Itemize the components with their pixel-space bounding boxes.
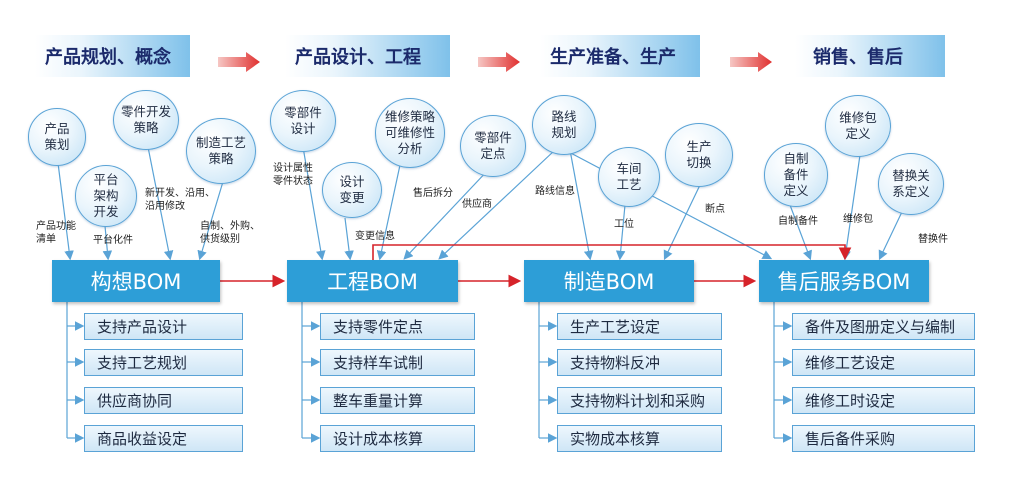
bubble-production-switch: 生产 切换 [665,123,733,187]
link-workshop [615,204,626,261]
feature-item: 备件及图册定义与编制 [792,313,975,340]
bom-concept: 构想BOM [52,260,220,302]
note-maint-pkg: 维修包 [843,214,873,225]
bom-engineering: 工程BOM [287,260,458,302]
note-after-sales-split: 售后拆分 [413,188,453,199]
link-location [403,167,491,260]
stage-sales: 销售、售后 [795,35,945,77]
bubble-product-planning: 产品 策划 [28,108,86,166]
bubble-route-plan: 路线 规划 [532,95,596,155]
note-route-info: 路线信息 [535,186,575,197]
link-selfmade [789,204,812,261]
bom-manufacturing: 制造BOM [524,260,694,302]
feature-item: 设计成本核算 [320,425,475,452]
bubble-self-made-part: 自制 备件 定义 [764,143,828,207]
stage-arrow-icon [730,52,772,72]
feature-item: 整车重量计算 [320,387,475,414]
note-self-made-purchase: 自制、外购、 供货级别 [200,221,260,245]
link-change [344,217,354,261]
feature-item: 维修工时设定 [792,387,975,414]
feature-item: 支持物料计划和采购 [557,387,722,414]
note-new-dev: 新开发、沿用、 沿用修改 [145,188,215,212]
bubble-platform-dev: 平台 架构 开发 [75,165,137,227]
feature-item: 售后备件采购 [792,425,975,452]
bubble-workshop-process: 车间 工艺 [598,147,660,207]
link-maintpkg [841,154,861,261]
note-replacement: 替换件 [918,234,948,245]
link-route-mfg [569,149,594,261]
feature-item: 实物成本核算 [557,425,722,452]
feature-item: 生产工艺设定 [557,313,722,340]
feature-item: 支持物料反冲 [557,349,722,376]
note-design-attr: 设计属性 零件状态 [273,163,313,187]
note-platformization: 平台化件 [93,235,133,246]
stage-arrow-icon [218,52,260,72]
feature-item: 供应商协同 [84,387,243,414]
bubble-part-dev-strategy: 零件开发 策略 [113,90,179,150]
stage-concept: 产品规划、概念 [35,35,190,77]
note-change-info: 变更信息 [355,231,395,242]
stage-design: 产品设计、工程 [285,35,450,77]
bubble-process-strategy: 制造工艺 策略 [186,118,256,184]
feature-item: 商品收益设定 [84,425,243,452]
flow-eng-service [372,244,852,261]
link-switch [663,184,701,261]
feature-item: 支持零件定点 [320,313,475,340]
feature-item: 支持工艺规划 [84,349,243,376]
note-self-made-parts: 自制备件 [778,216,818,227]
feature-item: 支持产品设计 [84,313,243,340]
bubble-design-change: 设计 变更 [322,162,382,218]
stage-arrow-icon [478,52,520,72]
note-supplier: 供应商 [462,199,492,210]
bubble-replace-relation: 替换关 系定义 [878,153,944,215]
bubble-part-location: 零部件 定点 [460,115,526,177]
link-maint [376,164,401,261]
bubble-maintenance-strategy: 维修策略 可维修性 分析 [375,98,445,168]
stage-production: 生产准备、生产 [540,35,700,77]
bubble-part-design: 零部件 设计 [270,90,336,152]
feature-item: 维修工艺设定 [792,349,975,376]
note-station: 工位 [614,219,634,230]
bubble-maint-package: 维修包 定义 [825,95,891,157]
note-product-function: 产品功能 清单 [36,221,76,245]
bom-service: 售后服务BOM [759,260,929,302]
feature-item: 支持样车试制 [320,349,475,376]
note-breakpoint: 断点 [705,204,725,215]
